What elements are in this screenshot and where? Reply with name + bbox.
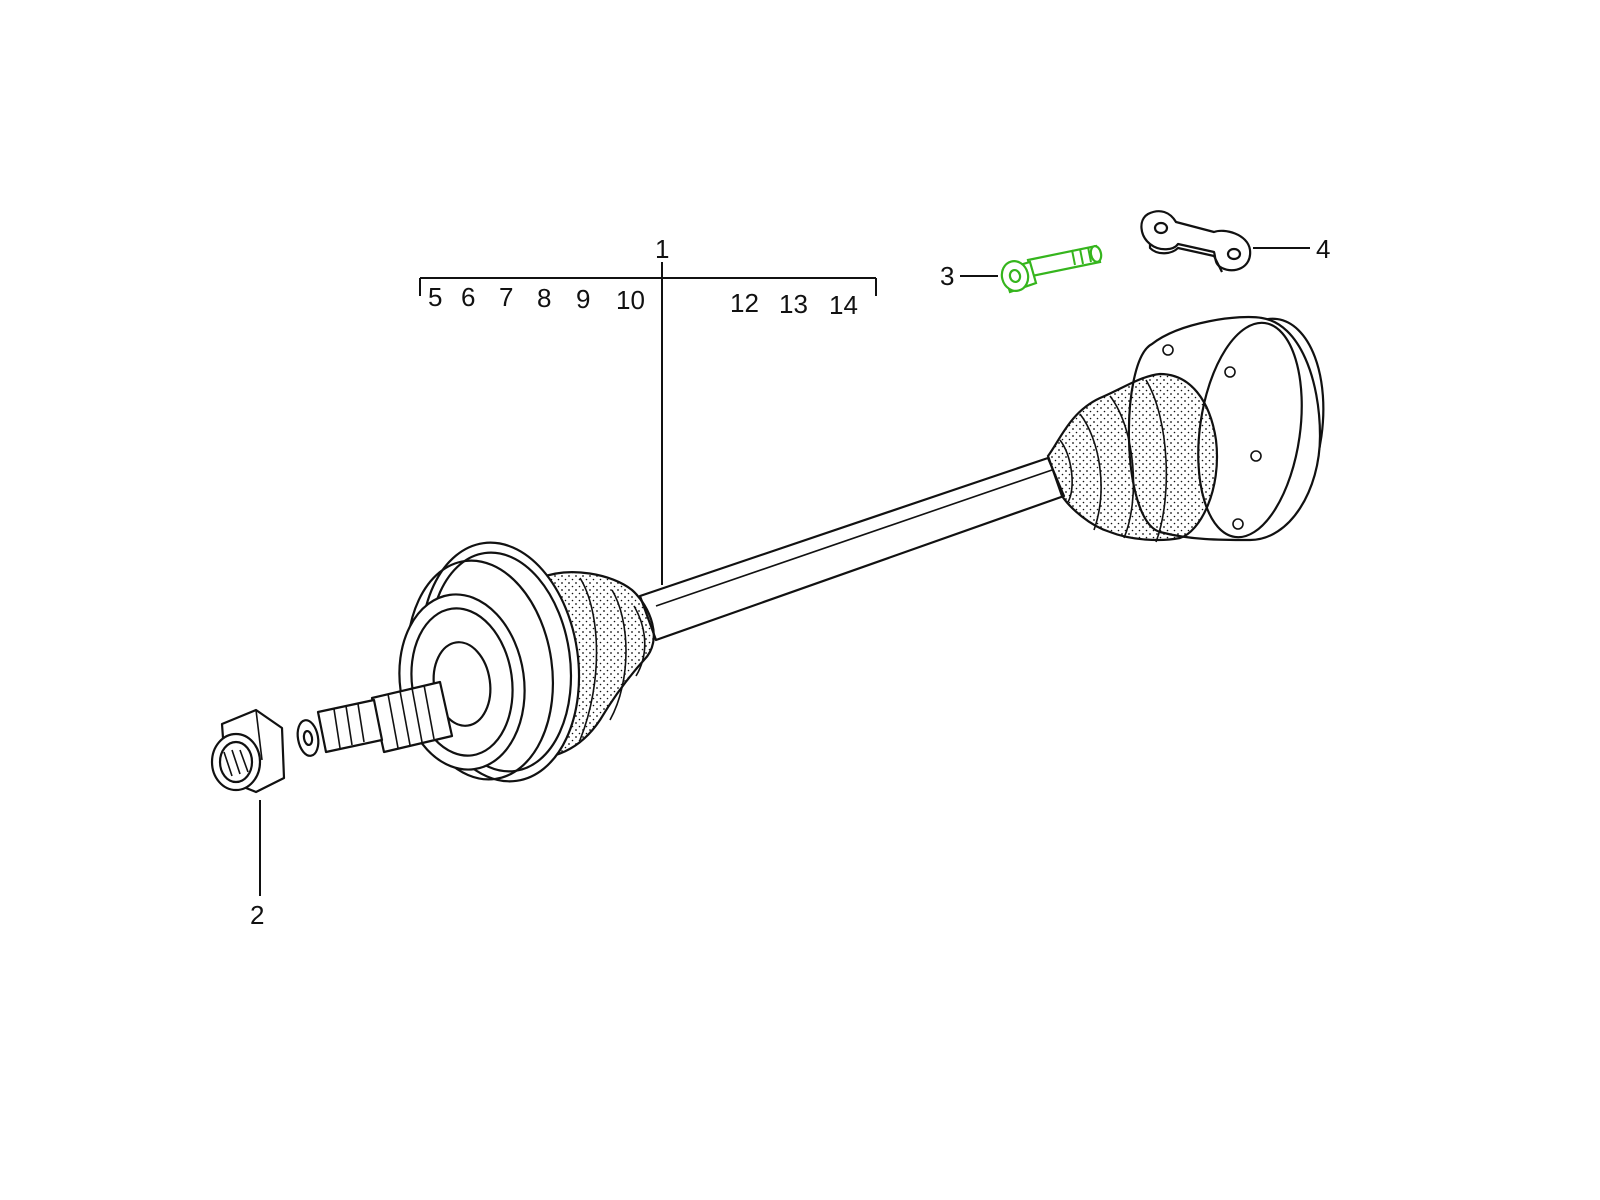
socket-head-bolt[interactable] (999, 244, 1103, 294)
callout-1[interactable]: 1 (655, 234, 669, 264)
inner-boot (1046, 372, 1219, 543)
retaining-plate[interactable] (1140, 210, 1252, 273)
callout-5[interactable]: 5 (428, 282, 442, 312)
callout-14[interactable]: 14 (829, 290, 858, 320)
callout-7[interactable]: 7 (499, 282, 513, 312)
hub-nut[interactable] (210, 708, 286, 794)
splined-stub (296, 680, 454, 757)
callout-12[interactable]: 12 (730, 288, 759, 318)
callout-6[interactable]: 6 (461, 282, 475, 312)
callout-group-2: 2 (250, 800, 264, 930)
callout-group-4: 4 (1253, 234, 1330, 264)
callout-group-3: 3 (940, 261, 998, 291)
callout-2[interactable]: 2 (250, 900, 264, 930)
callout-9[interactable]: 9 (576, 284, 590, 314)
callout-4[interactable]: 4 (1316, 234, 1330, 264)
callout-group-1: 1 5 6 7 8 9 10 12 13 14 (419, 234, 877, 585)
callout-13[interactable]: 13 (779, 289, 808, 319)
callout-10[interactable]: 10 (616, 285, 645, 315)
drive-shaft[interactable] (295, 311, 1337, 792)
callout-8[interactable]: 8 (537, 283, 551, 313)
callout-3[interactable]: 3 (940, 261, 954, 291)
